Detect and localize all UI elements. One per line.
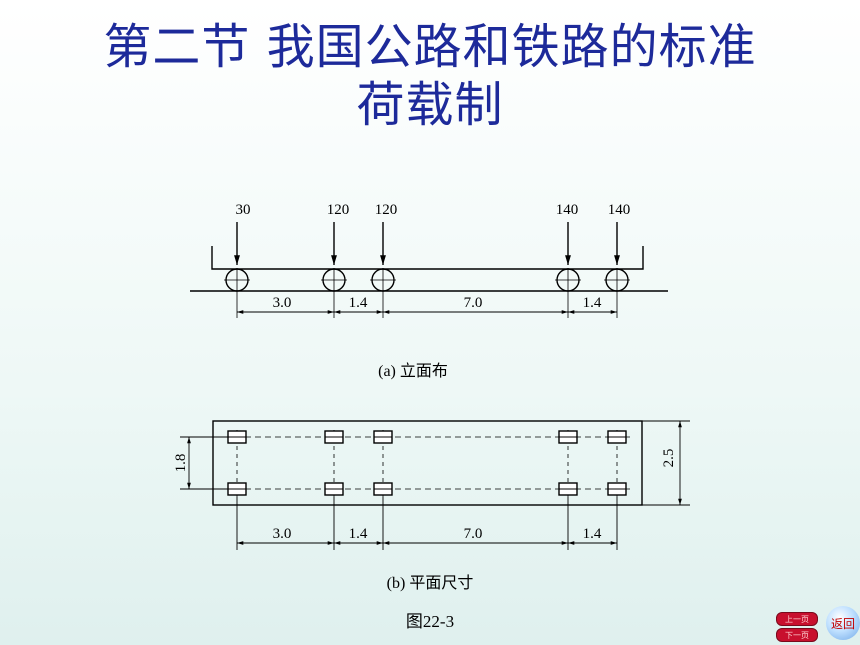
load-label: 30 [236,202,251,218]
load-label: 120 [375,202,398,218]
elevation-view [190,222,668,318]
spacing-label: 1.4 [349,526,368,542]
return-button[interactable]: 返回 [826,606,860,640]
title-line-2: 荷载制 [356,77,504,133]
load-label: 140 [608,202,631,218]
vehicle-outline [212,420,643,506]
width-label: 2.5 [661,449,677,468]
next-page-label: 下一页 [785,630,809,640]
return-label: 返回 [830,616,855,631]
prev-page-label: 上一页 [785,614,809,624]
caption-elevation: (a) 立面布 [378,362,448,380]
spacing-label: 3.0 [273,526,292,542]
load-label: 120 [327,202,350,218]
vehicle-body [211,246,644,270]
spacing-label: 1.4 [349,295,368,311]
spacing-label: 3.0 [273,295,292,311]
next-page-button[interactable]: 下一页 [776,628,818,642]
spacing-label: 1.4 [583,295,602,311]
caption-plan: (b) 平面尺寸 [387,574,474,592]
slide-title: 第二节 我国公路和铁路的标准 荷载制 [0,18,860,134]
prev-page-button[interactable]: 上一页 [776,612,818,626]
spacing-label: 7.0 [464,526,483,542]
plan-view [180,420,690,550]
title-line-1: 第二节 我国公路和铁路的标准 [103,19,757,75]
spacing-label: 1.4 [583,526,602,542]
figure-label: 图22-3 [406,612,454,631]
width-label: 1.8 [173,454,189,473]
load-label: 140 [556,202,579,218]
spacing-label: 7.0 [464,295,483,311]
